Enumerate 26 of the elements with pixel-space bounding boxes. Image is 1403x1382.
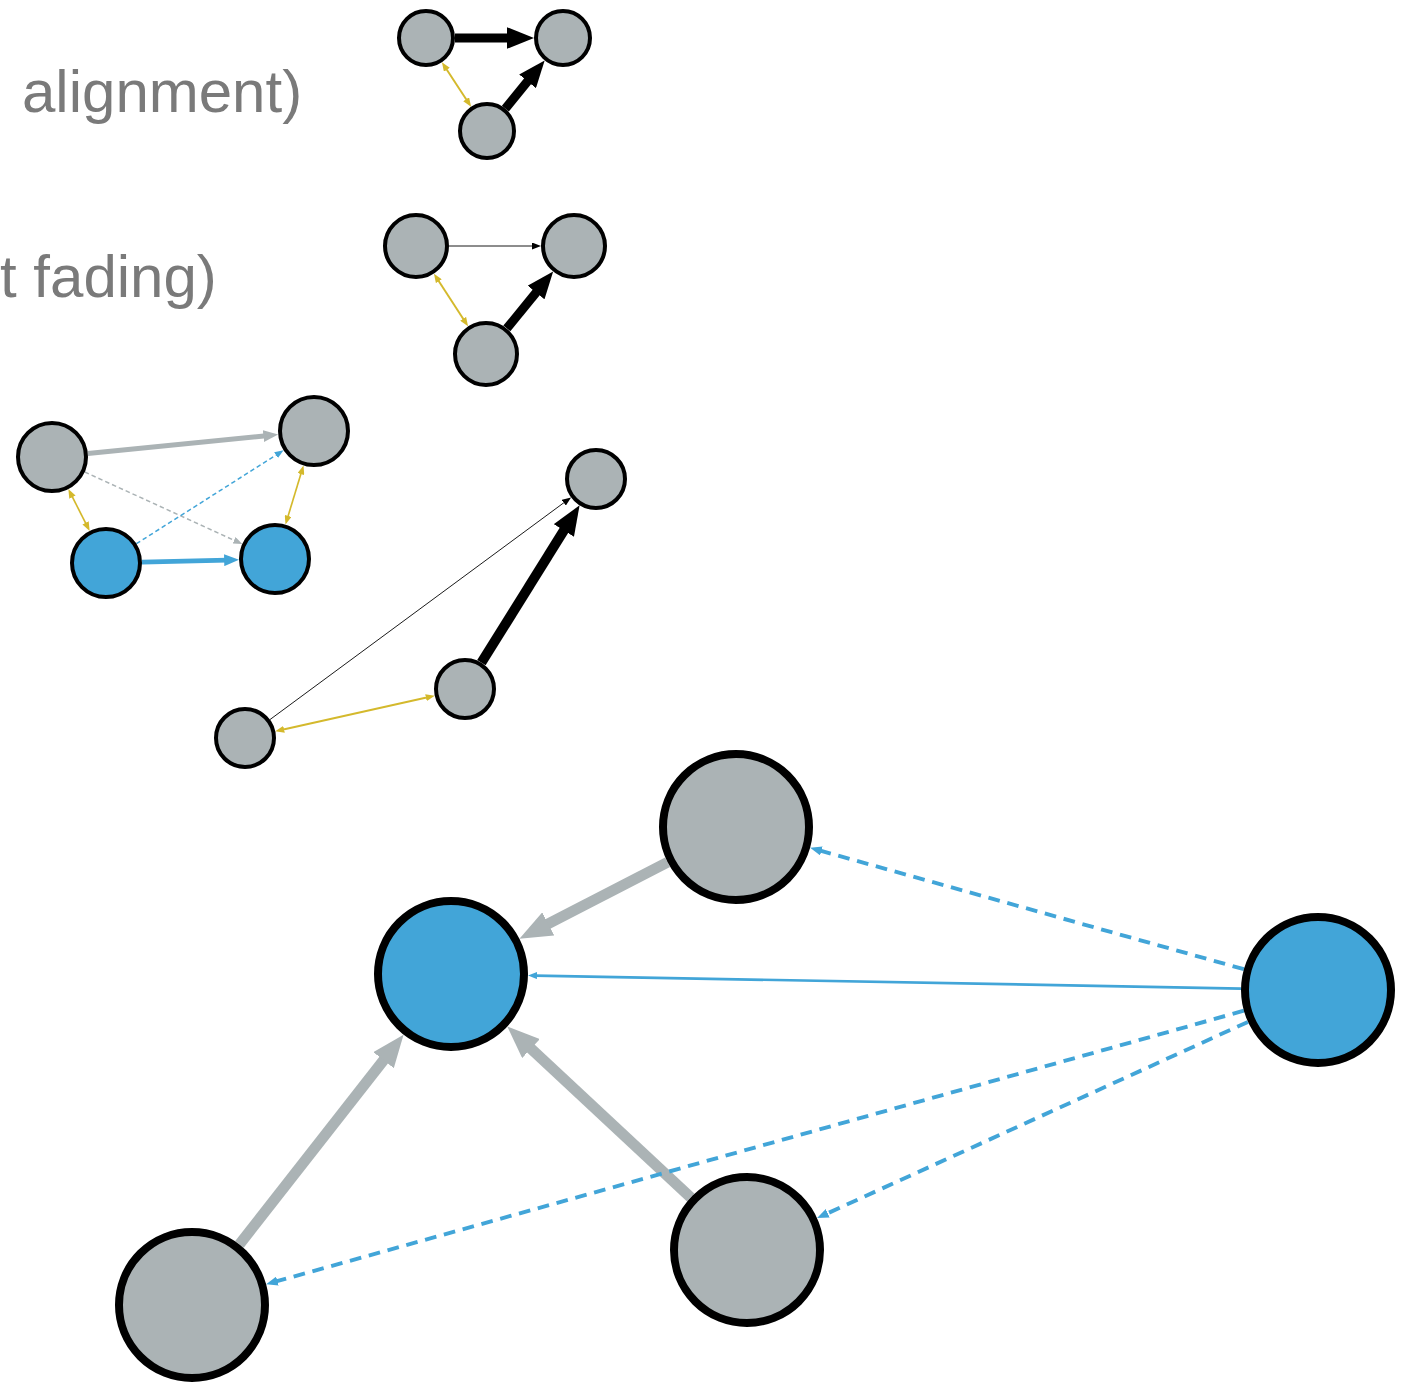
arrow [84,471,243,545]
heading-text: alignment) [22,62,303,122]
arrow [266,1008,1245,1286]
double-arrow [275,694,435,733]
arrow [87,430,279,456]
arrow [503,271,554,332]
arrow [135,450,284,545]
arrow [519,857,671,939]
double-arrow [284,465,305,525]
arrow [810,846,1245,972]
arrow [235,1034,404,1248]
heading-text: t fading) [0,247,217,307]
graph-node [397,9,455,67]
graph-node [534,9,592,67]
arrow [817,1020,1249,1219]
double-arrow [441,62,472,107]
arrow [477,505,580,666]
arrow [528,972,1242,990]
double-arrow [433,273,469,327]
graph-node [214,707,276,769]
arrow [501,60,545,112]
arrow [455,27,534,49]
arrow [507,1026,695,1202]
arrow [141,554,239,567]
graph-node [458,102,516,160]
double-arrow [68,489,90,531]
